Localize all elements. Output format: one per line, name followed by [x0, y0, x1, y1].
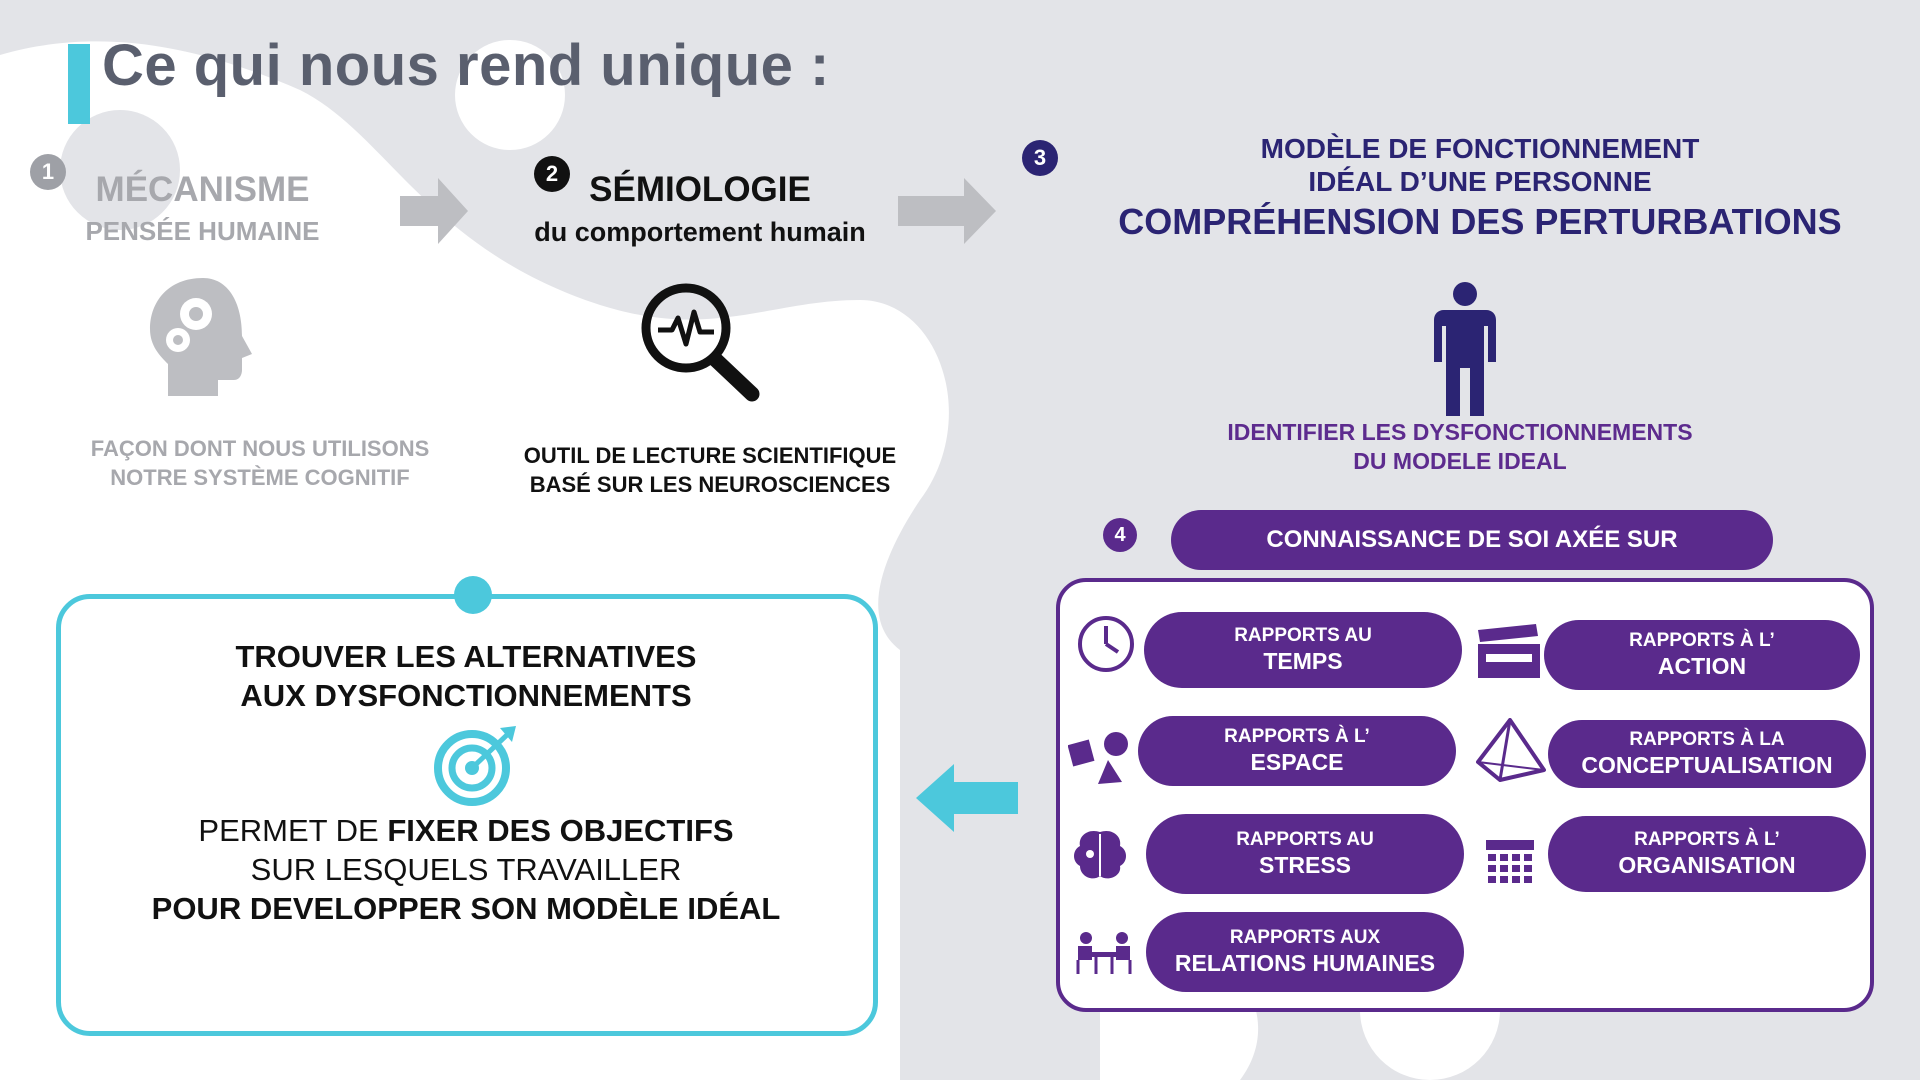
step-2-subtitle: du comportement humain [534, 217, 866, 247]
step-1-title: MÉCANISME [95, 170, 310, 209]
clock-icon [1078, 616, 1134, 672]
step-2-desc-line2: BASÉ SUR LES NEUROSCIENCES [529, 471, 891, 497]
alternatives-body-line1: PERMET DE FIXER DES OBJECTIFS [198, 813, 734, 848]
shapes-icon [1068, 732, 1128, 784]
alternatives-title: TROUVER LES ALTERNATIVES AUX DYSFONCTION… [60, 638, 872, 716]
head-gears-icon [150, 278, 252, 396]
step-3-description: IDENTIFIER LES DYSFONCTIONNEMENTS DU MOD… [1135, 418, 1785, 476]
connector-dot [454, 576, 492, 614]
step-2-description: OUTIL DE LECTURE SCIENTIFIQUE BASÉ SUR L… [480, 442, 940, 499]
pill-action: RAPPORTS À L’ACTION [1544, 620, 1860, 690]
alternatives-body: PERMET DE FIXER DES OBJECTIFS SUR LESQUE… [60, 812, 872, 928]
step-3-desc-line2: DU MODELE IDEAL [1353, 447, 1567, 474]
calendar-icon [1486, 840, 1534, 883]
meeting-icon [1076, 932, 1132, 974]
step-3-line1: MODÈLE DE FONCTIONNEMENT [1260, 133, 1700, 164]
step-1-description: FAÇON DONT NOUS UTILISONS NOTRE SYSTÈME … [40, 435, 480, 492]
pyramid-icon [1476, 718, 1546, 782]
pill-space: RAPPORTS À L’ESPACE [1138, 716, 1456, 786]
pill-organisation: RAPPORTS À L’ORGANISATION [1548, 816, 1866, 892]
person-icon [1434, 282, 1496, 416]
arrow-right-icon [898, 178, 996, 244]
clapperboard-icon [1478, 624, 1540, 678]
step-3-desc-line1: IDENTIFIER LES DYSFONCTIONNEMENTS [1227, 419, 1693, 445]
alternatives-body-line2: SUR LESQUELS TRAVAILLER [250, 851, 682, 887]
arrow-left-icon [916, 764, 1018, 832]
title-accent-bar [68, 44, 90, 124]
step-3-line2: IDÉAL D’UNE PERSONNE [1308, 166, 1652, 197]
step-2-title: SÉMIOLOGIE [589, 170, 811, 209]
brain-icon [1074, 830, 1126, 879]
alternatives-body-line3: POUR DEVELOPPER SON MODÈLE IDÉAL [151, 890, 781, 926]
step-1-desc-line1: FAÇON DONT NOUS UTILISONS [90, 436, 430, 461]
step-4-badge: 4 [1103, 518, 1137, 552]
step-3-badge: 3 [1022, 140, 1058, 176]
step-2-desc-line1: OUTIL DE LECTURE SCIENTIFIQUE [523, 443, 897, 468]
step-1-desc-line2: NOTRE SYSTÈME COGNITIF [110, 464, 410, 490]
step-1-subtitle: PENSÉE HUMAINE [85, 216, 320, 246]
step-3-heading: COMPRÉHENSION DES PERTURBATIONS [1118, 201, 1842, 242]
step-1-badge: 1 [30, 154, 66, 190]
arrow-right-icon [400, 178, 468, 244]
page-title: Ce qui nous rend unique : [102, 33, 830, 98]
step-2-badge: 2 [534, 156, 570, 192]
magnifier-pulse-icon [641, 283, 760, 402]
alternatives-title-line2: AUX DYSFONCTIONNEMENTS [240, 677, 692, 713]
step-4-header: CONNAISSANCE DE SOI AXÉE SUR [1171, 510, 1773, 570]
alternatives-title-line1: TROUVER LES ALTERNATIVES [235, 639, 697, 674]
target-icon [434, 726, 516, 806]
